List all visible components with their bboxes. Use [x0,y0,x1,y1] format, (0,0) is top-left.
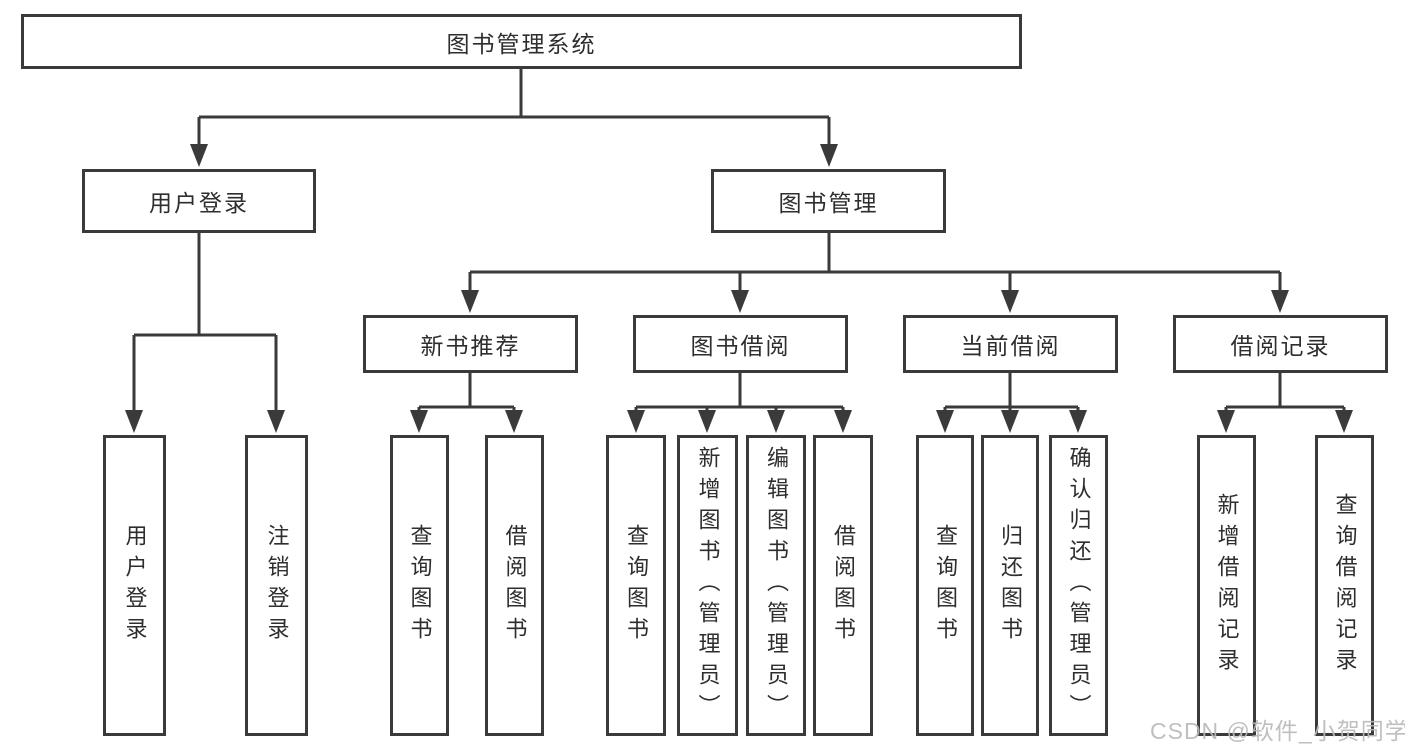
node-borrow-records-label: 借阅记录 [1230,333,1331,359]
leaf-query-borrow-record: 查询借阅记录 [1315,435,1374,736]
connector-root-to-level2 [197,68,831,151]
connector-newbook-to-leaves [417,373,516,417]
leaf-add-borrow-record: 新增借阅记录 [1197,435,1256,736]
leaf-query-books-2-label: 查询图书 [624,523,649,648]
node-current-borrow-label: 当前借阅 [960,333,1061,359]
leaf-edit-books-admin: 编辑图书（管理员） [746,435,806,736]
csdn-watermark: CSDN @软件_小贺同学 [1150,718,1405,744]
leaf-query-books-3: 查询图书 [916,435,974,736]
leaf-borrow-books-1-label: 借阅图书 [502,523,528,648]
leaf-query-books-1-label: 查询图书 [407,523,433,648]
node-user-login-label: 用户登录 [149,190,249,216]
arrowheads-borrow-leaves [627,410,852,433]
leaf-add-books-admin-label: 新增图书（管理员） [695,446,721,725]
arrowheads-login-leaves [125,410,285,433]
node-book-borrow-label: 图书借阅 [690,333,791,359]
arrowheads-newbook-leaves [410,410,523,433]
leaf-logout: 注销登录 [245,435,308,736]
node-root-system-label: 图书管理系统 [446,30,597,57]
arrowheads-current-leaves [936,410,1087,433]
leaf-user-login: 用户登录 [103,435,166,736]
leaf-logout-label: 注销登录 [264,523,290,648]
leaf-confirm-return-admin-label: 确认归还（管理员） [1066,446,1092,725]
arrowheads-level2 [190,144,838,167]
leaf-borrow-books-1: 借阅图书 [485,435,544,736]
node-book-management: 图书管理 [711,169,946,233]
node-user-login: 用户登录 [82,169,316,233]
leaf-return-books: 归还图书 [981,435,1039,736]
leaf-borrow-books-2-label: 借阅图书 [831,523,856,648]
leaf-query-books-3-label: 查询图书 [933,523,958,648]
node-borrow-records: 借阅记录 [1173,315,1388,373]
arrowheads-level3 [461,290,1289,313]
leaf-edit-books-admin-label: 编辑图书（管理员） [764,446,789,725]
leaf-user-login-label: 用户登录 [122,523,148,648]
connector-borrow-to-leaves [634,373,845,417]
node-book-borrow: 图书借阅 [633,315,848,373]
node-current-borrow: 当前借阅 [903,315,1118,373]
node-new-book-recommend: 新书推荐 [363,315,578,373]
node-root-system: 图书管理系统 [21,14,1022,69]
leaf-add-books-admin: 新增图书（管理员） [677,435,738,736]
leaf-query-borrow-record-label: 查询借阅记录 [1332,492,1358,679]
leaf-query-books-1: 查询图书 [390,435,449,736]
connector-login-to-leaves [132,233,278,417]
leaf-add-borrow-record-label: 新增借阅记录 [1214,492,1240,679]
leaf-query-books-2: 查询图书 [606,435,666,736]
leaf-confirm-return-admin: 确认归还（管理员） [1049,435,1108,736]
node-book-management-label: 图书管理 [778,190,879,216]
arrowheads-records-leaves [1217,410,1353,433]
leaf-return-books-label: 归还图书 [998,523,1023,648]
connector-mgmt-to-level3 [468,233,1282,297]
connector-records-to-leaves [1224,373,1346,417]
node-new-book-recommend-label: 新书推荐 [420,333,521,359]
leaf-borrow-books-2: 借阅图书 [813,435,873,736]
